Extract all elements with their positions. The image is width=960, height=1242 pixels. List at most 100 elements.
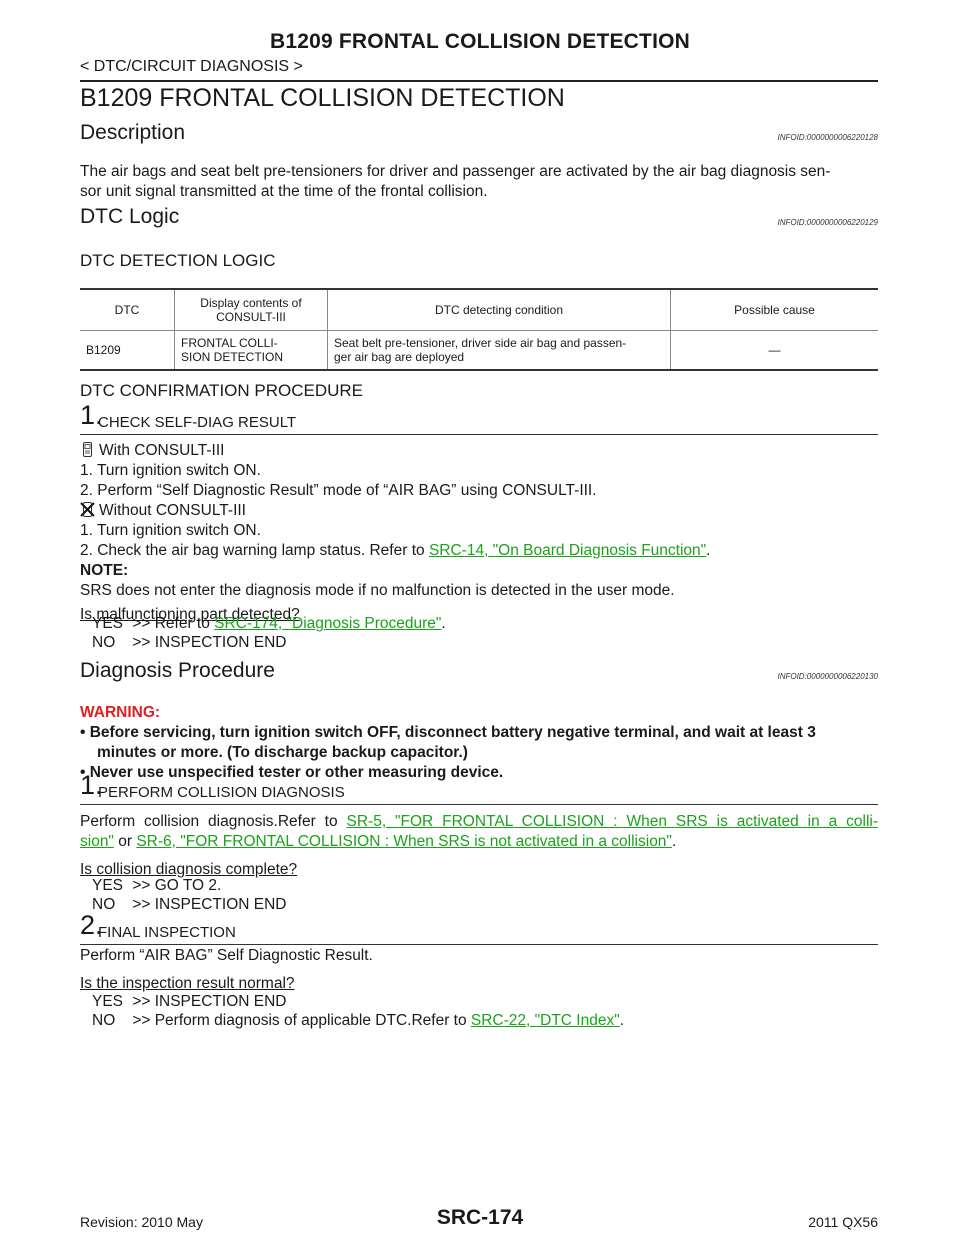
dtc-index-link[interactable]: SRC-22, "DTC Index" — [470, 1012, 620, 1029]
step-1-question: Is malfunctioning part detected? — [80, 606, 300, 623]
page-title: B1209 FRONTAL COLLISION DETECTION — [80, 84, 565, 112]
no-answer: NO >> Perform diagnosis of applicable DT… — [92, 1011, 624, 1030]
no-key: NO — [92, 1012, 116, 1029]
diagnosis-procedure-heading: Diagnosis Procedure — [80, 659, 275, 682]
final-answers: YES >> INSPECTION END NO >> Perform diag… — [92, 992, 624, 1030]
dtc-table: DTC Display contents of CONSULT-III DTC … — [80, 288, 878, 371]
collision-question: Is collision diagnosis complete? — [80, 861, 298, 878]
display-line-2: SION DETECTION — [181, 350, 284, 364]
collision-step-body: Perform collision diagnosis.Refer to SR-… — [80, 812, 878, 880]
possible-cause-cell: — — [670, 330, 878, 371]
without-consult-label: Without CONSULT-III — [99, 502, 246, 519]
step-number: 1. — [80, 400, 103, 430]
with-step-1: 1. Turn ignition switch ON. — [80, 462, 261, 479]
breadcrumb: < DTC/CIRCUIT DIAGNOSIS > — [80, 58, 303, 75]
description-line-1: The air bags and seat belt pre-tensioner… — [80, 163, 831, 180]
diagnosis-procedure-link[interactable]: SRC-174, "Diagnosis Procedure" — [214, 615, 442, 632]
description-text: The air bags and seat belt pre-tensioner… — [80, 162, 878, 202]
period: . — [619, 1012, 625, 1029]
description-heading: Description — [80, 121, 186, 144]
no-text: >> Perform diagnosis of applicable DTC.R… — [132, 1012, 471, 1029]
no-text: >> INSPECTION END — [132, 896, 287, 913]
collision-answers: YES >> GO TO 2. NO >> INSPECTION END — [92, 876, 287, 914]
no-answer: NO >> INSPECTION END — [92, 633, 446, 652]
step-number: 2. — [80, 910, 103, 940]
sr6-link[interactable]: SR-6, "FOR FRONTAL COLLISION : When SRS … — [136, 833, 672, 850]
display-col-header: Display contents of CONSULT-III — [174, 288, 328, 331]
dtc-table-header-row: DTC Display contents of CONSULT-III DTC … — [80, 288, 878, 331]
yes-text: >> GO TO 2. — [132, 877, 222, 894]
footer-model: 2011 QX56 — [808, 1214, 878, 1230]
no-answer: NO >> INSPECTION END — [92, 895, 287, 914]
warning-item-1: • Before servicing, turn ignition switch… — [80, 724, 816, 741]
condition-line-2: ger air bag are deployed — [334, 350, 465, 364]
sr5-link[interactable]: SR-5, "FOR FRONTAL COLLISION : When SRS … — [346, 813, 879, 830]
step-1-check-self-diag: 1. CHECK SELF-DIAG RESULT — [80, 400, 878, 435]
collision-text: Perform collision diagnosis.Refer to — [80, 813, 347, 830]
step-number: 1. — [80, 770, 103, 800]
step-label: PERFORM COLLISION DIAGNOSIS — [98, 784, 345, 801]
period: . — [706, 542, 711, 559]
no-key: NO — [92, 634, 116, 651]
warning-block: WARNING: • Before servicing, turn igniti… — [80, 703, 878, 783]
collision-text-line-1: Perform collision diagnosis.Refer to SR-… — [80, 812, 878, 832]
without-step-2-text: 2. Check the air bag warning lamp status… — [80, 542, 429, 559]
note-label: NOTE: — [80, 562, 129, 579]
warning-item-1-cont: minutes or more. (To discharge backup ca… — [97, 744, 468, 761]
yes-answer: YES >> INSPECTION END — [92, 992, 624, 1011]
yes-answer: YES >> Refer to SRC-174, "Diagnosis Proc… — [92, 614, 446, 633]
collision-text-line-2: sion" or SR-6, "FOR FRONTAL COLLISION : … — [80, 832, 878, 852]
diagnosis-infoid: INFOID:0000000006220130 — [777, 672, 878, 681]
step-2-final-inspection: 2. FINAL INSPECTION — [80, 910, 878, 945]
no-consult-icon — [80, 502, 95, 517]
no-key: NO — [92, 896, 116, 913]
description-line-2: sor unit signal transmitted at the time … — [80, 183, 488, 200]
condition-cell: Seat belt pre-tensioner, driver side air… — [327, 330, 671, 371]
footer-revision: Revision: 2010 May — [80, 1214, 203, 1230]
condition-col-header: DTC detecting condition — [327, 288, 671, 331]
no-text: >> INSPECTION END — [132, 634, 287, 651]
step-1-answers: YES >> Refer to SRC-174, "Diagnosis Proc… — [92, 614, 446, 652]
consult-tool-icon — [83, 442, 92, 457]
yes-text: >> INSPECTION END — [132, 993, 287, 1010]
step-label: FINAL INSPECTION — [98, 924, 236, 941]
without-step-1: 1. Turn ignition switch ON. — [80, 522, 261, 539]
step-label: CHECK SELF-DIAG RESULT — [98, 414, 297, 431]
page-header-title: B1209 FRONTAL COLLISION DETECTION — [269, 30, 691, 53]
dtc-confirmation-label: DTC CONFIRMATION PROCEDURE — [80, 381, 364, 400]
condition-line-1: Seat belt pre-tensioner, driver side air… — [334, 336, 627, 350]
step-1-body: With CONSULT-III 1. Turn ignition switch… — [80, 441, 878, 625]
or-text: or — [113, 833, 137, 850]
description-infoid: INFOID:0000000006220128 — [777, 133, 878, 142]
with-consult-label: With CONSULT-III — [99, 442, 225, 459]
table-row: B1209 FRONTAL COLLI- SION DETECTION Seat… — [80, 330, 878, 371]
without-consult-line: Without CONSULT-III — [80, 501, 878, 521]
yes-key: YES — [92, 615, 124, 632]
warning-label: WARNING: — [80, 704, 161, 721]
period: . — [441, 615, 446, 632]
dtc-code-cell: B1209 — [80, 330, 175, 371]
note-text: SRS does not enter the diagnosis mode if… — [80, 582, 675, 599]
final-step-body: Perform “AIR BAG” Self Diagnostic Result… — [80, 946, 878, 994]
dtc-col-header: DTC — [80, 288, 175, 331]
warning-item-2: • Never use unspecified tester or other … — [80, 764, 504, 781]
sr5-link-cont[interactable]: sion" — [80, 833, 114, 850]
with-consult-line: With CONSULT-III — [80, 441, 878, 461]
display-line-1: FRONTAL COLLI- — [181, 336, 278, 350]
dtc-logic-infoid: INFOID:0000000006220129 — [777, 218, 878, 227]
yes-answer: YES >> GO TO 2. — [92, 876, 287, 895]
dtc-detection-logic-label: DTC DETECTION LOGIC — [80, 251, 276, 270]
yes-key: YES — [92, 993, 124, 1010]
yes-text: >> Refer to — [132, 615, 215, 632]
without-step-2: 2. Check the air bag warning lamp status… — [80, 541, 878, 561]
yes-key: YES — [92, 877, 124, 894]
step-1-collision-diagnosis: 1. PERFORM COLLISION DIAGNOSIS — [80, 770, 878, 805]
with-step-2: 2. Perform “Self Diagnostic Result” mode… — [80, 482, 597, 499]
display-contents-cell: FRONTAL COLLI- SION DETECTION — [174, 330, 328, 371]
on-board-diagnosis-link[interactable]: SRC-14, "On Board Diagnosis Function" — [428, 542, 707, 559]
final-question: Is the inspection result normal? — [80, 975, 295, 992]
footer-page-number: SRC-174 — [436, 1206, 524, 1229]
period: . — [671, 833, 677, 850]
dtc-logic-heading: DTC Logic — [80, 205, 180, 228]
final-text: Perform “AIR BAG” Self Diagnostic Result… — [80, 947, 373, 964]
